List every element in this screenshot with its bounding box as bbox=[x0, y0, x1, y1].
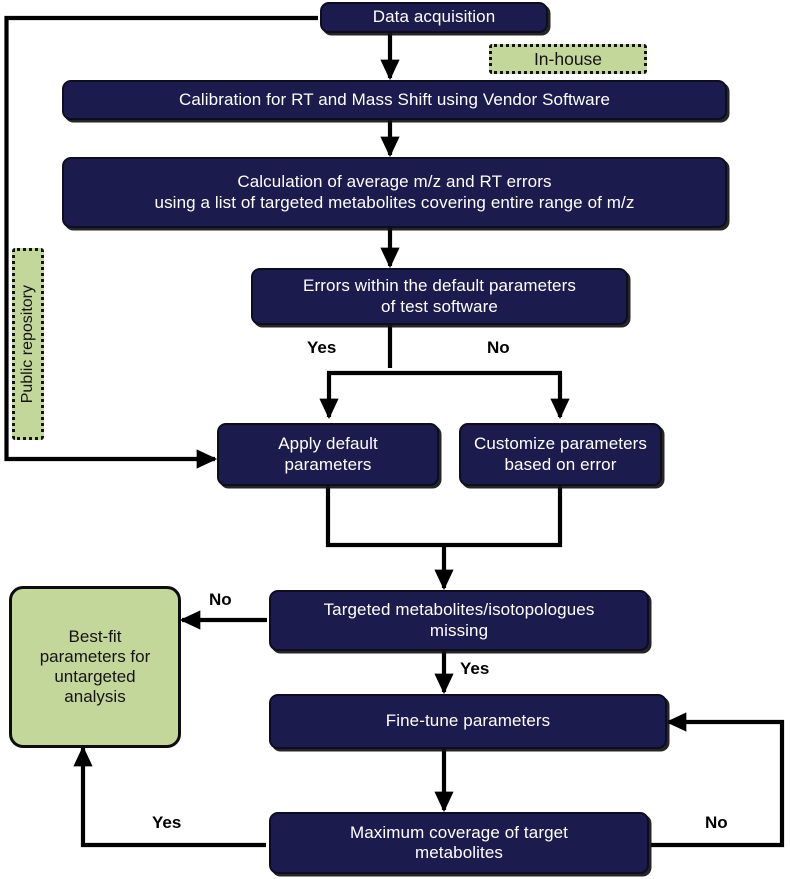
edge-label-text: No bbox=[209, 590, 232, 609]
edge-label-no-max-coverage: No bbox=[705, 813, 728, 833]
node-label: Calibration for RT and Mass Shift using … bbox=[178, 89, 611, 109]
edge-label-text: No bbox=[487, 338, 510, 357]
node-fine-tune[interactable]: Fine-tune parameters bbox=[269, 694, 667, 749]
edge-apply-default-merge bbox=[325, 486, 563, 548]
edge-label-yes-errors-within: Yes bbox=[307, 338, 336, 358]
node-data-acquisition[interactable]: Data acquisition bbox=[320, 2, 548, 33]
edge-max-coverage-no-loop bbox=[651, 712, 785, 848]
node-calibration[interactable]: Calibration for RT and Mass Shift using … bbox=[62, 80, 727, 120]
node-label: Apply default parameters bbox=[278, 434, 378, 474]
node-in-house[interactable]: In-house bbox=[489, 44, 647, 74]
node-best-fit[interactable]: Best-fit parameters for untargeted analy… bbox=[9, 586, 181, 748]
node-label: Customize parameters based on error bbox=[473, 434, 647, 474]
node-customize-parameters[interactable]: Customize parameters based on error bbox=[459, 423, 662, 486]
node-max-coverage[interactable]: Maximum coverage of target metabolites bbox=[269, 812, 649, 874]
edge-label-yes-max-coverage: Yes bbox=[152, 813, 181, 833]
node-label: Best-fit parameters for untargeted analy… bbox=[39, 626, 151, 707]
node-calculation-errors[interactable]: Calculation of average m/z and RT errors… bbox=[62, 157, 727, 228]
node-label: Data acquisition bbox=[372, 7, 496, 27]
node-apply-default[interactable]: Apply default parameters bbox=[217, 423, 439, 486]
node-public-repository[interactable]: Public repository bbox=[12, 248, 44, 440]
edge-acquisition-to-apply-default bbox=[4, 15, 318, 469]
edge-label-text: Yes bbox=[307, 338, 337, 357]
node-label: In-house bbox=[533, 48, 603, 69]
edge-label-text: No bbox=[705, 813, 728, 832]
node-errors-within-default[interactable]: Errors within the default parameters of … bbox=[251, 268, 628, 325]
edge-label-no-targeted-missing: No bbox=[209, 590, 232, 610]
node-label: Targeted metabolites/isotopologues missi… bbox=[323, 600, 595, 640]
node-label: Maximum coverage of target metabolites bbox=[349, 822, 569, 862]
node-label: Public repository bbox=[18, 284, 36, 404]
node-label: Fine-tune parameters bbox=[385, 711, 551, 731]
edge-label-text: Yes bbox=[152, 813, 182, 832]
node-label: Errors within the default parameters of … bbox=[303, 276, 576, 316]
edge-label-text: Yes bbox=[460, 659, 490, 678]
node-targeted-missing[interactable]: Targeted metabolites/isotopologues missi… bbox=[269, 590, 649, 651]
edge-label-no-errors-within: No bbox=[487, 338, 510, 358]
node-label: Calculation of average m/z and RT errors… bbox=[154, 172, 635, 212]
edge-label-yes-targeted-missing: Yes bbox=[460, 659, 489, 679]
edge-max-coverage-yes-loop bbox=[73, 745, 266, 848]
